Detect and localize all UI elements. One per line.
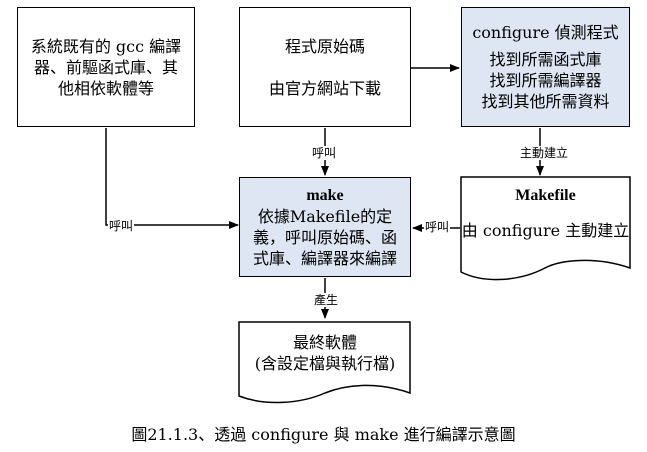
makefile-document-shape xyxy=(460,176,631,281)
edge-label-call-source: 呼叫 xyxy=(311,146,338,160)
makefile-desc: 由 configure 主動建立 xyxy=(461,221,630,240)
make-line-2: 義，呼叫原始碼、函 xyxy=(252,228,397,247)
make-title: make xyxy=(306,187,344,204)
final-software-text: 最終軟體 (含設定檔與執行檔) xyxy=(239,332,411,374)
configure-box: configure 偵測程式 找到所需函式庫 找到所需編譯器 找到其他所需資料 xyxy=(461,7,630,127)
source-code-title: 程式原始碼 xyxy=(284,36,365,56)
configure-title: configure 偵測程式 xyxy=(472,23,619,42)
system-software-box: 系統既有的 gcc 編譯 器、前驅函式庫、其 他相依軟體等 xyxy=(17,7,195,127)
arrow-system-to-make xyxy=(105,128,239,229)
system-software-line-3: 他相依軟體等 xyxy=(57,78,154,98)
make-box: make 依據Makefile的定 義，呼叫原始碼、函 式庫、編譯器來編譯 xyxy=(239,177,411,277)
final-subtitle: (含設定檔與執行檔) xyxy=(254,354,396,373)
edge-label-auto-create: 主動建立 xyxy=(519,146,570,160)
final-document-shape xyxy=(238,321,411,404)
system-software-line-2: 器、前驅函式庫、其 xyxy=(33,57,178,77)
edge-label-produce: 產生 xyxy=(313,293,340,307)
figure-caption: 圖21.1.3、透過 configure 與 make 進行編譯示意圖 xyxy=(131,425,516,444)
makefile-text: Makefile 由 configure 主動建立 xyxy=(461,185,630,241)
source-code-origin: 由官方網站下載 xyxy=(268,78,381,98)
system-software-line-1: 系統既有的 gcc 編譯 xyxy=(30,36,182,56)
makefile-title: Makefile xyxy=(515,187,576,204)
edge-label-call-system: 呼叫 xyxy=(108,219,135,233)
edge-label-call-makefile: 呼叫 xyxy=(424,220,451,234)
configure-line-2: 找到所需編譯器 xyxy=(489,71,602,90)
source-code-box: 程式原始碼 由官方網站下載 xyxy=(239,7,411,127)
configure-line-1: 找到所需函式庫 xyxy=(489,50,602,69)
configure-line-3: 找到其他所需資料 xyxy=(481,92,610,111)
make-line-3: 式庫、編譯器來編譯 xyxy=(252,249,397,268)
make-line-1: 依據Makefile的定 xyxy=(257,207,393,226)
final-title: 最終軟體 xyxy=(292,333,357,352)
